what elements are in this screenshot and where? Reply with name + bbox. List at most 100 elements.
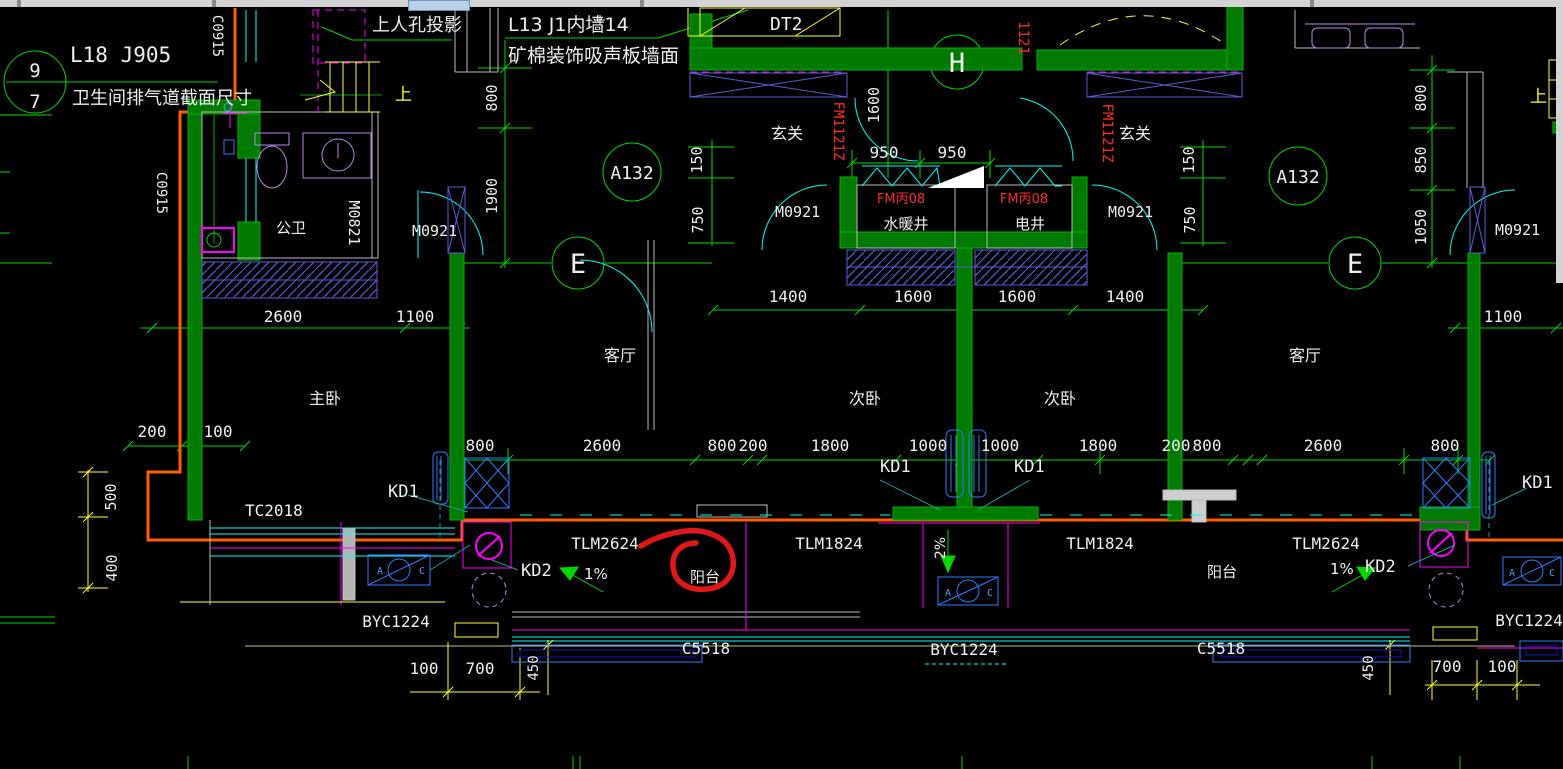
door-tag-m0821: M0821	[345, 200, 363, 245]
detail-bubble-bottom: 7	[29, 91, 40, 113]
unit-tag-a132-left: A132	[610, 163, 653, 184]
dim-150-left: 150	[688, 146, 706, 173]
dim-100-bottom-right: 100	[1488, 657, 1517, 676]
door-tag-m0921-right: M0921	[1108, 203, 1153, 221]
furniture-navy	[201, 72, 1486, 299]
dim-500-left: 500	[102, 483, 120, 510]
dim-700-bottom-right: 700	[1433, 657, 1462, 676]
dim-1600-b: 1600	[998, 287, 1037, 306]
dim-1600-vertical: 1600	[865, 87, 883, 123]
manhole-note: 上人孔投影	[372, 15, 462, 36]
dim-850-right-side: 850	[1412, 146, 1430, 173]
wall-note-line2: 矿棉装饰吸声板墙面	[508, 45, 679, 67]
door-tag-m0921-left: M0921	[775, 203, 820, 221]
ac-label-c-right: C	[1549, 568, 1555, 579]
window-tag-c5518-right: C5518	[1197, 639, 1245, 658]
dim-700-bottom-left: 700	[466, 659, 495, 678]
door-tag-m0921-far-right: M0921	[1495, 221, 1540, 239]
ac-label-c-center: C	[987, 588, 993, 599]
ac-label-a-center: A	[945, 588, 951, 599]
window-tag-c0915-top: C0915	[209, 15, 225, 57]
dim-400-left: 400	[103, 554, 121, 581]
dim-row-2600a: 2600	[583, 436, 622, 455]
detail-caption: 卫生间排气道截面尺寸	[72, 88, 252, 109]
room-label-bedroom-right: 次卧	[1044, 389, 1076, 408]
window-tag-tlm2624-right: TLM2624	[1292, 534, 1359, 553]
room-label-living-left: 客厅	[604, 346, 636, 365]
dim-row-800c: 800	[1193, 436, 1222, 455]
window-tag-tlm1824-right: TLM1824	[1066, 534, 1133, 553]
dim-200-left: 200	[138, 422, 167, 441]
dim-950-a: 950	[870, 143, 899, 162]
elevator-tag-dt2: DT2	[770, 14, 803, 35]
crosshair-artifact	[595, 15, 605, 25]
room-label-water-shaft: 水暖井	[883, 215, 928, 233]
ac-label-a-left: A	[377, 566, 383, 577]
magenta-lines	[201, 9, 1563, 649]
dim-800-left: 800	[483, 84, 501, 111]
stair-up-label-left: 上	[395, 85, 412, 105]
stair-up-label-right: 上	[1530, 87, 1547, 107]
dim-1900-left: 1900	[483, 178, 501, 214]
ac-label-a-right: A	[1509, 568, 1515, 579]
detail-ref-label: L18 J905	[70, 43, 171, 67]
window-tag-tc2018: TC2018	[245, 501, 303, 520]
unit-tag-a132-right: A132	[1276, 167, 1319, 188]
room-label-balcony-left: 阳台	[690, 568, 720, 586]
window-right-strip	[1556, 0, 1563, 283]
dim-2600-left: 2600	[264, 307, 303, 326]
room-label-living-right: 客厅	[1289, 346, 1321, 365]
duct-tag-kd1-left: KD1	[388, 482, 419, 502]
door-tag-m0921-bath: M0921	[412, 222, 457, 240]
window-tag-byc1224-right: BYC1224	[1495, 611, 1562, 630]
grid-bubble-e-right: E	[1347, 249, 1363, 280]
dim-750-left: 750	[689, 206, 707, 233]
room-label-electric-shaft: 电井	[1015, 215, 1045, 233]
ac-label-c-left: C	[419, 566, 425, 577]
dim-row-1000b: 1000	[981, 436, 1020, 455]
dim-row-800d: 800	[1431, 436, 1460, 455]
dim-450-left: 450	[526, 655, 542, 680]
slope-arrows	[558, 530, 1377, 593]
window-tag-byc1224-center: BYC1224	[930, 640, 997, 659]
dim-800-right-side: 800	[1412, 84, 1430, 111]
top-strip-tick	[1310, 0, 1314, 7]
solid-wall-hatch	[928, 166, 984, 188]
slope-label-center: 2%	[933, 537, 949, 559]
dim-row-800a: 800	[466, 436, 495, 455]
grid-bubble-e-left: E	[570, 249, 586, 280]
red-marker-annotation	[638, 527, 736, 593]
dim-1400-a: 1400	[769, 287, 808, 306]
duct-tag-kd1-center-left: KD1	[880, 457, 911, 477]
window-tag-tlm2624-left: TLM2624	[571, 534, 638, 553]
dim-row-1800a: 1800	[811, 436, 850, 455]
window-tag-c5518-left: C5518	[682, 639, 730, 658]
dim-1100-left: 1100	[396, 307, 435, 326]
dim-750-right: 750	[1181, 206, 1199, 233]
window-tag-c0915-side: C0915	[153, 172, 169, 214]
door-tag-fm1121z-left: FM1121Z	[830, 101, 846, 160]
wall-note-line1: L13 J1内墙14	[508, 14, 629, 36]
room-label-bedroom-left: 次卧	[849, 389, 881, 408]
dim-row-200b: 200	[1162, 436, 1191, 455]
duct-tag-kd2-left: KD2	[521, 561, 552, 581]
dim-950-b: 950	[938, 143, 967, 162]
dim-150-right: 150	[1180, 146, 1198, 173]
dim-100-bottom-left: 100	[410, 659, 439, 678]
dim-1400-b: 1400	[1106, 287, 1145, 306]
dim-row-1800b: 1800	[1079, 436, 1118, 455]
door-tag-1121-partial: 1121	[1015, 21, 1031, 55]
room-label-balcony-right: 阳台	[1207, 563, 1237, 581]
slope-label-right: 1%	[1330, 560, 1354, 578]
door-tag-fm08-left: FM丙08	[877, 192, 925, 207]
window-tag-tlm1824-left: TLM1824	[795, 534, 862, 553]
detail-bubble-top: 9	[29, 60, 40, 82]
top-strip-tick	[212, 0, 216, 7]
top-strip-tab	[408, 0, 470, 11]
dim-row-200a: 200	[739, 436, 768, 455]
room-label-foyer-left: 玄关	[771, 124, 803, 143]
dim-100-left: 100	[204, 422, 233, 441]
room-label-foyer-right: 玄关	[1119, 124, 1151, 143]
washbasin-drain-icon	[206, 232, 222, 248]
